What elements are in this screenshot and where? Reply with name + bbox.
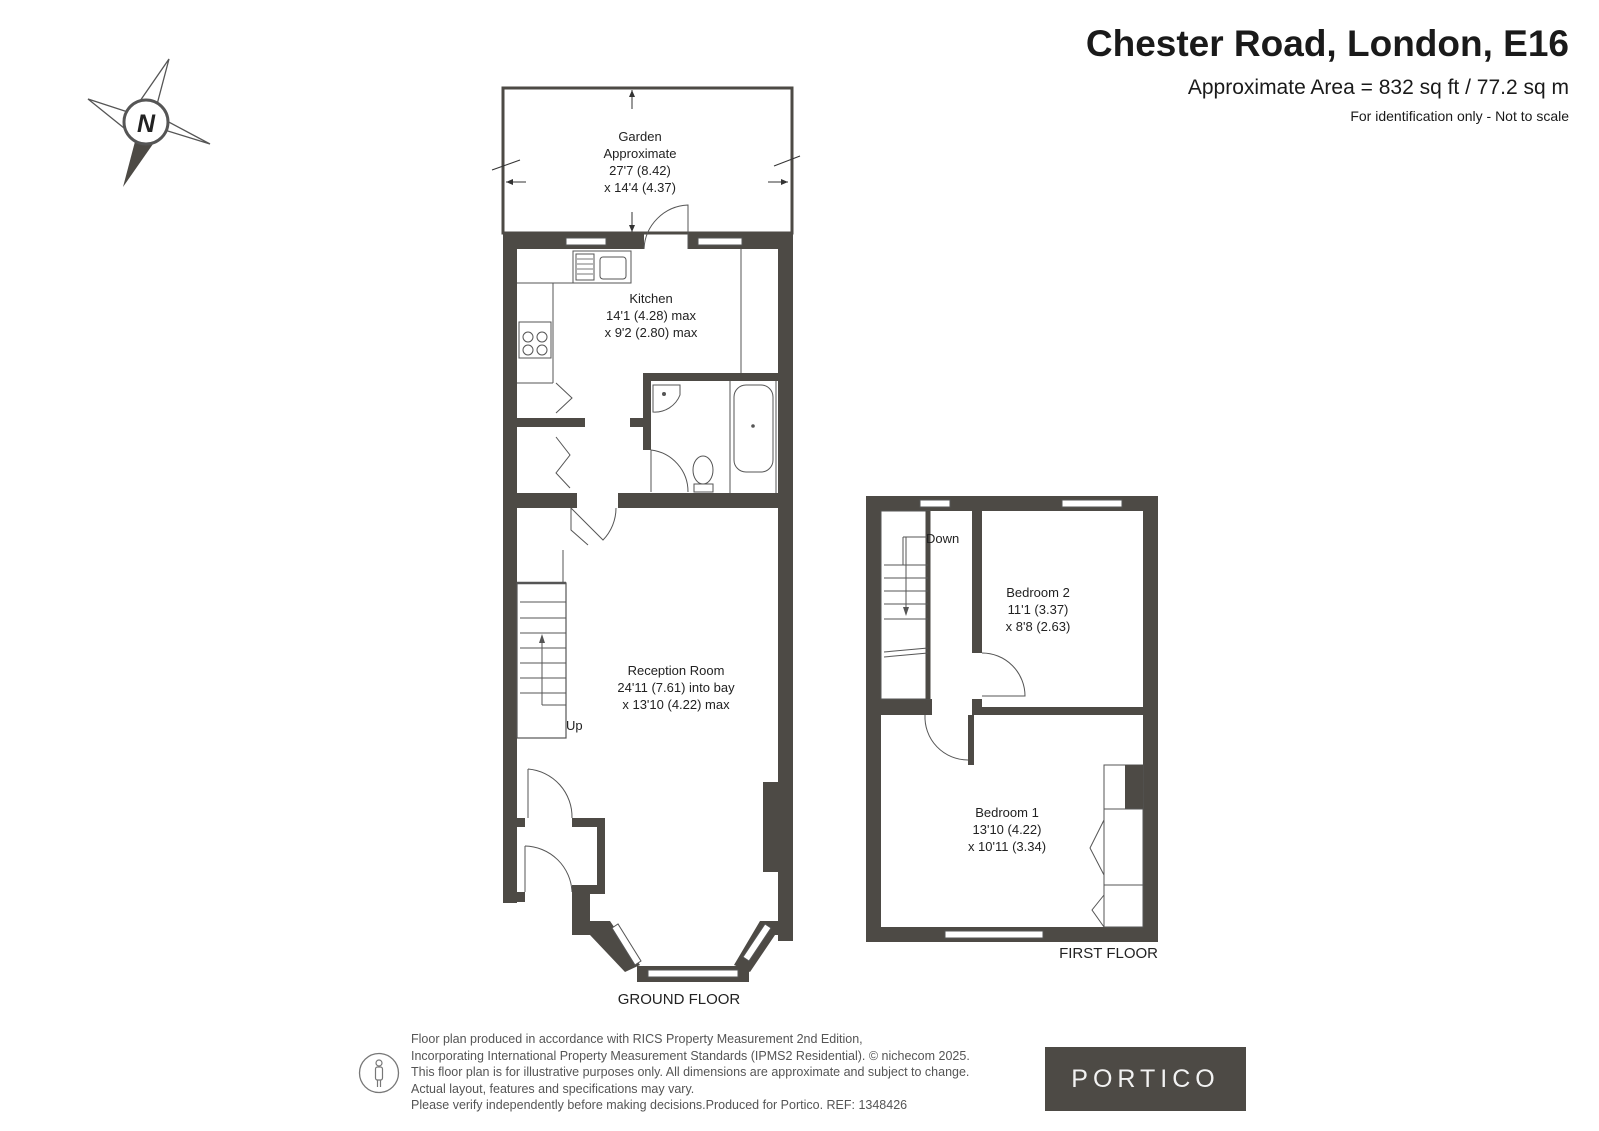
garden-label: Garden Approximate 27'7 (8.42) x 14'4 (4… <box>604 129 677 195</box>
first-floor-label: FIRST FLOOR <box>1059 945 1158 962</box>
kitchen-label: Kitchen 14'1 (4.28) max x 9'2 (2.80) max <box>605 291 698 340</box>
stairs-up-label: Up <box>566 718 583 733</box>
bedroom2-label: Bedroom 2 11'1 (3.37) x 8'8 (2.63) <box>1006 585 1071 634</box>
identification-note: For identification only - Not to scale <box>1350 108 1569 124</box>
garden-width: x 14'4 (4.37) <box>604 180 676 195</box>
footer-line: Please verify independently before makin… <box>411 1098 908 1112</box>
portico-logo: PORTICO <box>1045 1047 1246 1111</box>
kitchen-length: 14'1 (4.28) max <box>606 308 696 323</box>
bedroom2-name: Bedroom 2 <box>1006 585 1070 600</box>
bedroom1-name: Bedroom 1 <box>975 805 1039 820</box>
header: Chester Road, London, E16 Approximate Ar… <box>1086 22 1569 124</box>
reception-name: Reception Room <box>628 663 725 678</box>
bedroom1-label: Bedroom 1 13'10 (4.22) x 10'11 (3.34) <box>968 805 1046 854</box>
bedroom2-width: x 8'8 (2.63) <box>1006 619 1071 634</box>
bedroom1-length: 13'10 (4.22) <box>973 822 1042 837</box>
kitchen-width: x 9'2 (2.80) max <box>605 325 698 340</box>
ground-floor-label: GROUND FLOOR <box>618 991 741 1008</box>
stairs-down-label: Down <box>926 531 959 546</box>
compass-letter: N <box>137 110 156 138</box>
footer-line: Floor plan produced in accordance with R… <box>411 1032 863 1046</box>
footer-line: This floor plan is for illustrative purp… <box>411 1065 970 1079</box>
approximate-area: Approximate Area = 832 sq ft / 77.2 sq m <box>1187 76 1569 99</box>
bedroom2-length: 11'1 (3.37) <box>1008 602 1069 617</box>
footer-line: Actual layout, features and specificatio… <box>411 1081 695 1096</box>
reception-width: x 13'10 (4.22) max <box>622 697 730 712</box>
person-scale-icon <box>358 1052 400 1094</box>
reception-label: Reception Room 24'11 (7.61) into bay x 1… <box>617 663 735 712</box>
north-compass-icon: N <box>87 58 211 187</box>
property-address: Chester Road, London, E16 <box>1085 23 1569 64</box>
garden-length: 27'7 (8.42) <box>609 163 671 178</box>
reception-length: 24'11 (7.61) into bay <box>617 680 735 695</box>
garden-note: Approximate <box>604 146 677 161</box>
footer-disclaimer: Floor plan produced in accordance with R… <box>411 1031 970 1114</box>
ground-floor-plan <box>491 86 801 982</box>
garden-name: Garden <box>618 129 661 144</box>
footer-line: Incorporating International Property Mea… <box>411 1048 970 1063</box>
bedroom1-width: x 10'11 (3.34) <box>968 839 1046 854</box>
kitchen-name: Kitchen <box>629 291 672 306</box>
first-floor-plan <box>866 496 1158 942</box>
